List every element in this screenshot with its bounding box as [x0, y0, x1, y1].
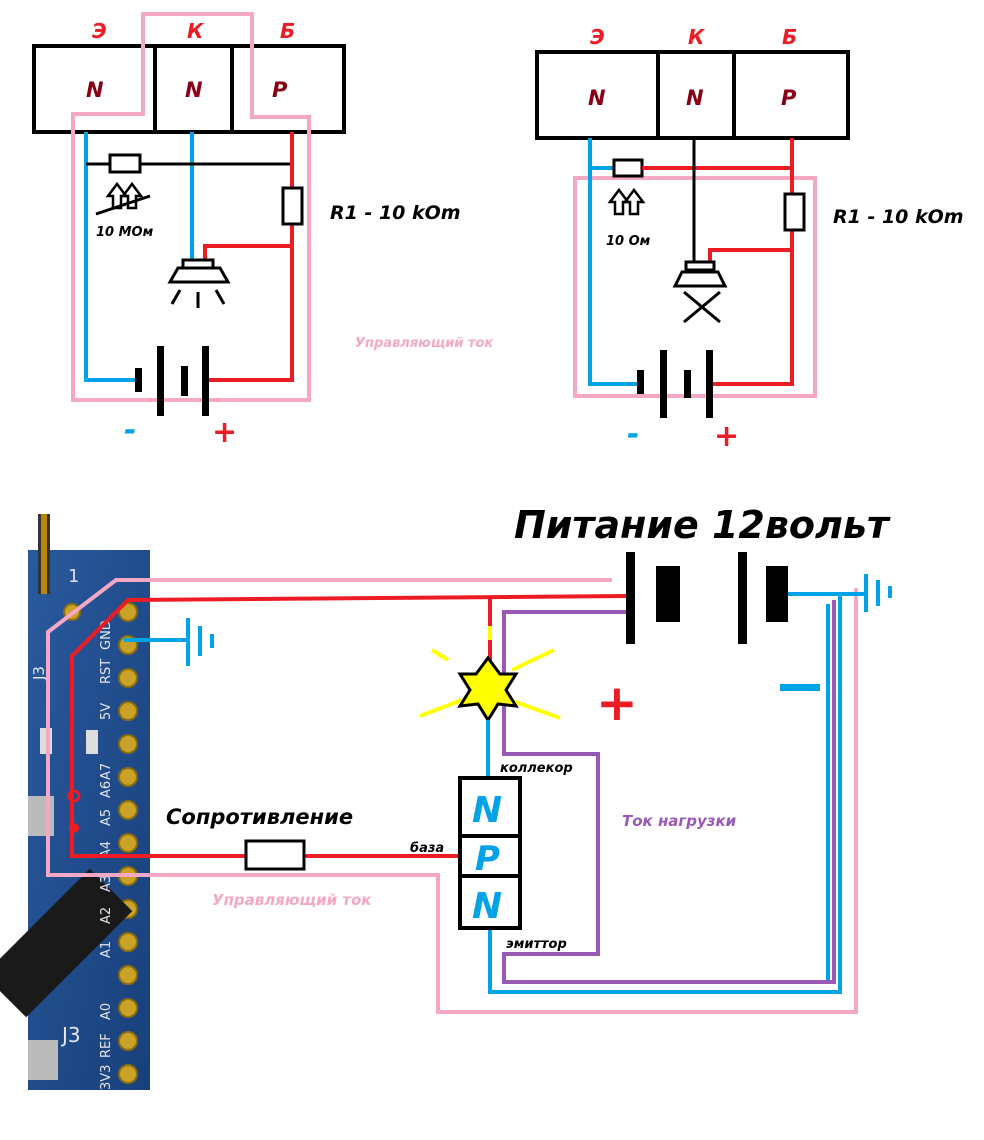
resistor-label: R1 - 10 kOm [330, 202, 461, 224]
base-layer: P [272, 78, 288, 102]
base-wire [208, 132, 294, 382]
minus-sign-text: - [0, 0, 1, 1]
resistor-label: Сопротивление [166, 805, 353, 829]
minus-sign: - [124, 413, 136, 448]
emitter-pin-label: Э [92, 19, 107, 43]
emitter-layer: N [472, 886, 502, 927]
board-label: J3 [30, 666, 48, 681]
photoresistor [108, 153, 142, 174]
collector-label: коллекор [500, 761, 573, 776]
plus-sign: + [212, 415, 237, 450]
signal-wire [70, 594, 629, 858]
resistor-label: R1 - 10 kOm [833, 206, 964, 228]
pin-label: 5V [99, 703, 114, 720]
collector-layer: N [686, 86, 704, 110]
control-current-label: Управляющий ток [355, 336, 494, 351]
light-arrow-icon [120, 181, 144, 210]
pin-label: A3 [99, 875, 114, 892]
pin-label: A2 [99, 907, 114, 924]
base-label: база [410, 841, 444, 856]
pin-label: RST [99, 659, 114, 684]
header-number: 1 [68, 566, 79, 587]
control-current-loop [46, 578, 858, 1014]
photoresistor [612, 158, 644, 178]
base-pin-label: Б [782, 25, 797, 49]
battery-icon [637, 350, 713, 418]
emitter-pin-label: Э [590, 25, 605, 49]
plus-sign: + [596, 674, 638, 732]
lamp-icon [167, 258, 231, 308]
load-current-loop [502, 600, 836, 984]
emitter-layer: N [86, 78, 104, 102]
collector-pin-label: К [187, 19, 205, 43]
pin-label: REF [99, 1033, 114, 1058]
base-layer: P [475, 839, 500, 879]
pin-label: A0 [99, 1003, 114, 1020]
pin-label: 3V3 [99, 1065, 114, 1090]
plus-sign: + [714, 419, 739, 454]
collector-layer: N [472, 790, 502, 831]
resistor [244, 839, 306, 871]
top-left-schematic: Э К Б N N P 10 МОм R1 - 10 kOm Управля [32, 12, 494, 450]
light-arrow-icon [622, 187, 646, 216]
pin-label: A1 [99, 941, 114, 958]
photoresistor-value: 10 Ом [606, 234, 651, 249]
emitter-wire [84, 132, 136, 382]
control-current-loop [71, 12, 311, 402]
battery-icon [135, 346, 209, 416]
transistor-body [32, 44, 346, 134]
base-pin-label: Б [280, 19, 295, 43]
collector-layer: N [185, 78, 203, 102]
lamp-off-icon [672, 260, 728, 324]
pin-label: A7 [99, 763, 114, 780]
control-current-label: Управляющий ток [212, 891, 372, 909]
collector-pin-label: К [688, 25, 706, 49]
photoresistor-value: 10 МОм [96, 225, 154, 240]
minus-sign [780, 684, 820, 691]
emitter-layer: N [588, 86, 606, 110]
light-arrow-icon [607, 187, 631, 216]
emitter-label: эмиттор [506, 937, 567, 952]
base-layer: P [781, 86, 797, 110]
minus-sign: - [627, 417, 639, 452]
resistor-r1 [281, 186, 304, 226]
board-label: J3 [60, 1023, 81, 1047]
power-title: Питание 12вольт [514, 503, 891, 547]
pin-label: A4 [99, 841, 114, 858]
npn-transistor: N P N [458, 776, 522, 930]
power-battery-icon [626, 552, 788, 644]
pin-label: A6 [99, 781, 114, 798]
pin-label: A5 [99, 809, 114, 826]
top-right-schematic: Э К Б N N P 10 Ом R1 - 10 kOm [535, 25, 964, 454]
resistor-r1 [783, 192, 806, 232]
load-current-label: Ток нагрузки [622, 812, 737, 830]
